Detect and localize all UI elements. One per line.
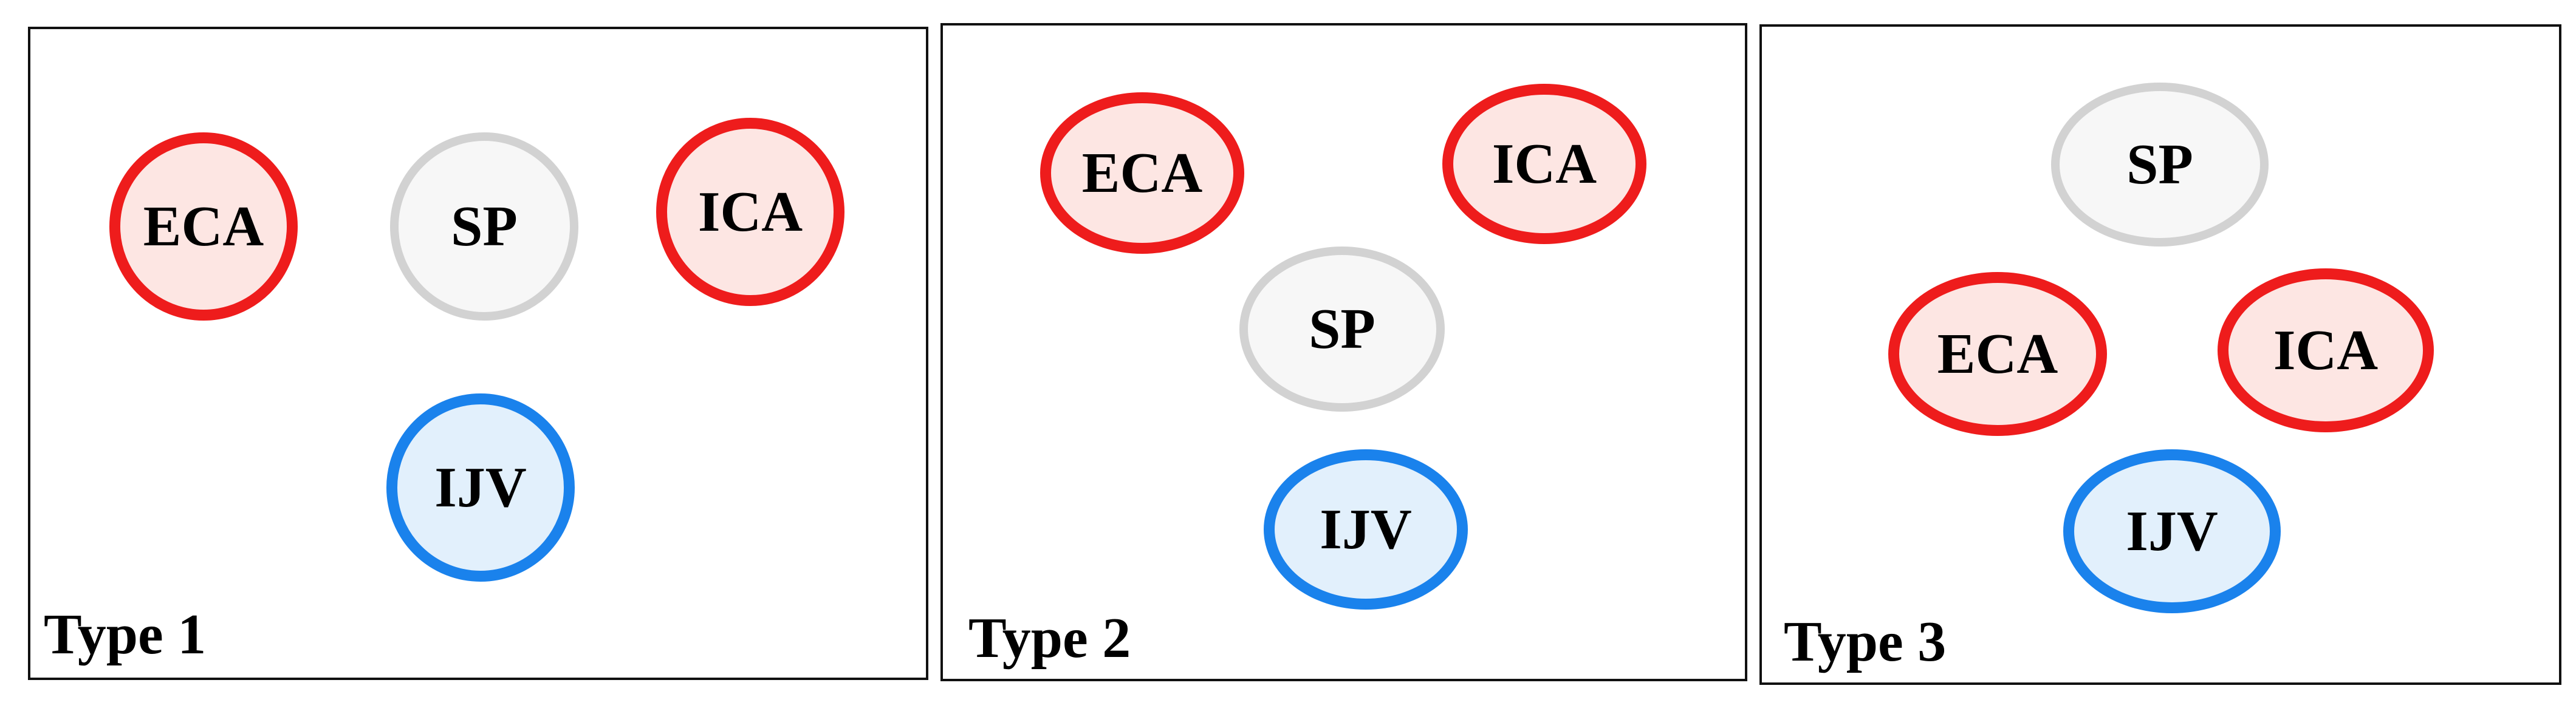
ijv-node: IJV: [1264, 449, 1468, 610]
eca-node: ECA: [109, 132, 298, 321]
panel-type-2: ECA ICA SP IJV Type 2: [940, 23, 1747, 681]
panel-type-1: ECA SP ICA IJV Type 1: [28, 27, 928, 680]
sp-node: SP: [390, 132, 578, 321]
panel-type-3: SP ECA ICA IJV Type 3: [1759, 24, 2561, 685]
ica-node: ICA: [2218, 268, 2434, 432]
ijv-node: IJV: [386, 393, 575, 582]
sp-node: SP: [2051, 83, 2269, 247]
ica-node: ICA: [656, 118, 844, 306]
sp-node: SP: [1239, 247, 1445, 412]
panel-label: Type 2: [968, 607, 1131, 670]
panel-label: Type 1: [44, 603, 207, 666]
eca-node: ECA: [1040, 92, 1244, 254]
panel-label: Type 3: [1784, 610, 1947, 673]
ica-node: ICA: [1442, 84, 1646, 244]
eca-node: ECA: [1888, 272, 2107, 436]
ijv-node: IJV: [2063, 449, 2281, 613]
